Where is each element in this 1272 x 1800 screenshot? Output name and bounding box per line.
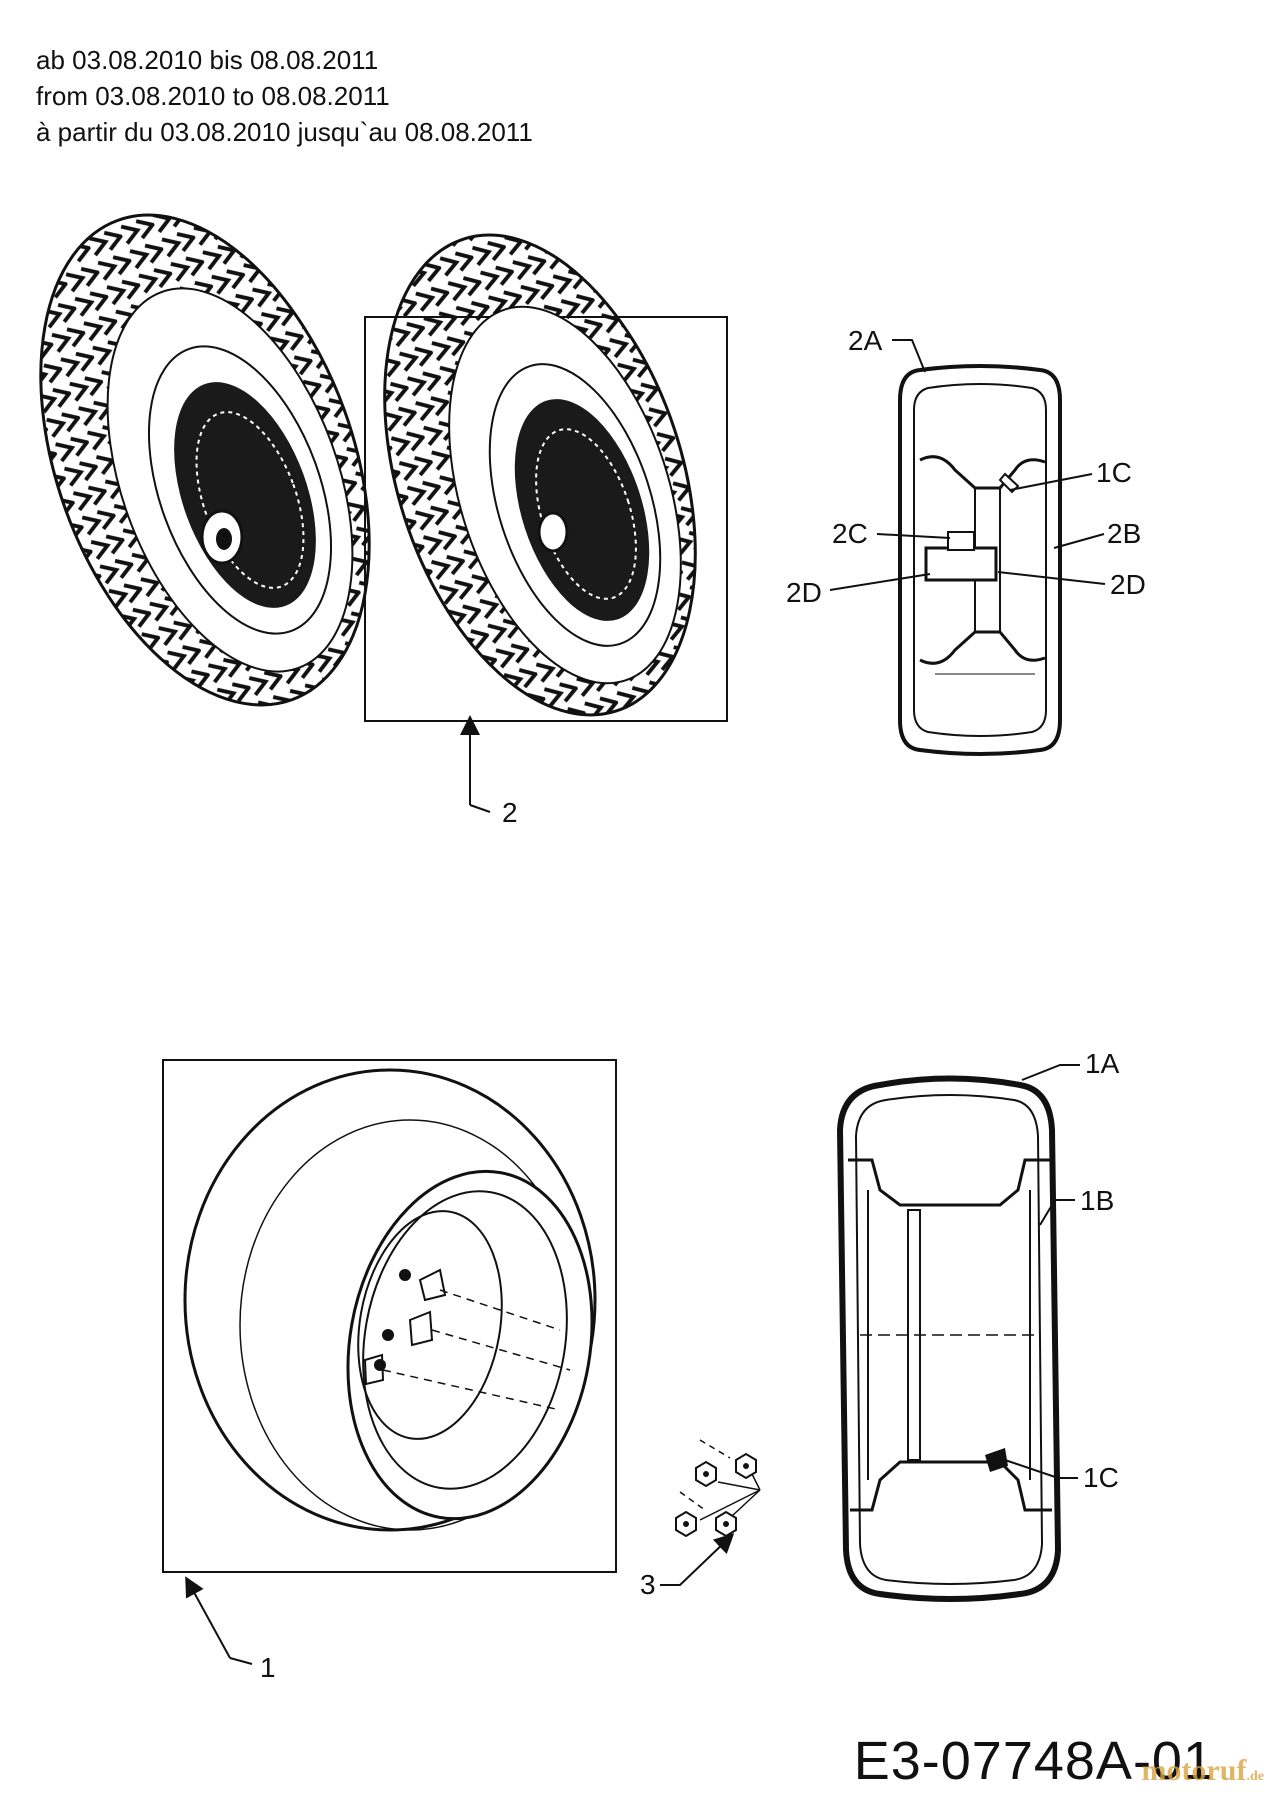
callout-2c: 2C — [832, 518, 868, 549]
date-line-french: à partir du 03.08.2010 jusqu`au 08.08.20… — [36, 117, 533, 147]
smooth-tire-assembly-item-1 — [162, 1059, 617, 1573]
callout-1a: 1A — [1085, 1048, 1120, 1079]
turf-tire-assembly-item-2 — [364, 233, 728, 722]
lug-nuts-item-3 — [660, 1439, 761, 1586]
leader-1b — [1039, 1199, 1075, 1226]
turf-tire-cross-section — [898, 364, 1062, 756]
drawing-number: E3-07748A-01 — [853, 1731, 1214, 1791]
callout-1c-lower: 1C — [1083, 1462, 1119, 1493]
leader-2a — [892, 339, 926, 373]
leader-2d-right — [997, 571, 1106, 585]
smooth-tire-cross-section — [836, 1075, 1062, 1602]
date-line-german: ab 03.08.2010 bis 08.08.2011 — [36, 45, 379, 75]
callout-3: 3 — [640, 1569, 656, 1600]
callout-1c-upper: 1C — [1096, 457, 1132, 488]
leader-1c-lower — [1004, 1459, 1078, 1479]
callout-2b: 2B — [1107, 518, 1141, 549]
leader-1a — [1021, 1064, 1080, 1081]
callout-2d-right: 2D — [1110, 569, 1146, 600]
date-line-english: from 03.08.2010 to 08.08.2011 — [36, 81, 390, 111]
callout-2a: 2A — [848, 325, 883, 356]
date-validity-header: ab 03.08.2010 bis 08.08.2011 from 03.08.… — [36, 42, 533, 150]
turf-tire-left — [39, 213, 371, 707]
leader-item-1 — [185, 1576, 231, 1659]
leader-1c-upper — [1009, 473, 1093, 491]
callout-2: 2 — [502, 797, 518, 828]
callout-1b: 1B — [1080, 1185, 1114, 1216]
leader-2c — [876, 533, 951, 539]
callout-1: 1 — [260, 1652, 276, 1683]
motoruf-watermark-logo: motoruf.de — [1141, 1754, 1264, 1787]
leader-2b — [1053, 533, 1105, 549]
callout-2d-left: 2D — [786, 577, 822, 608]
leader-2d-left — [829, 573, 931, 591]
